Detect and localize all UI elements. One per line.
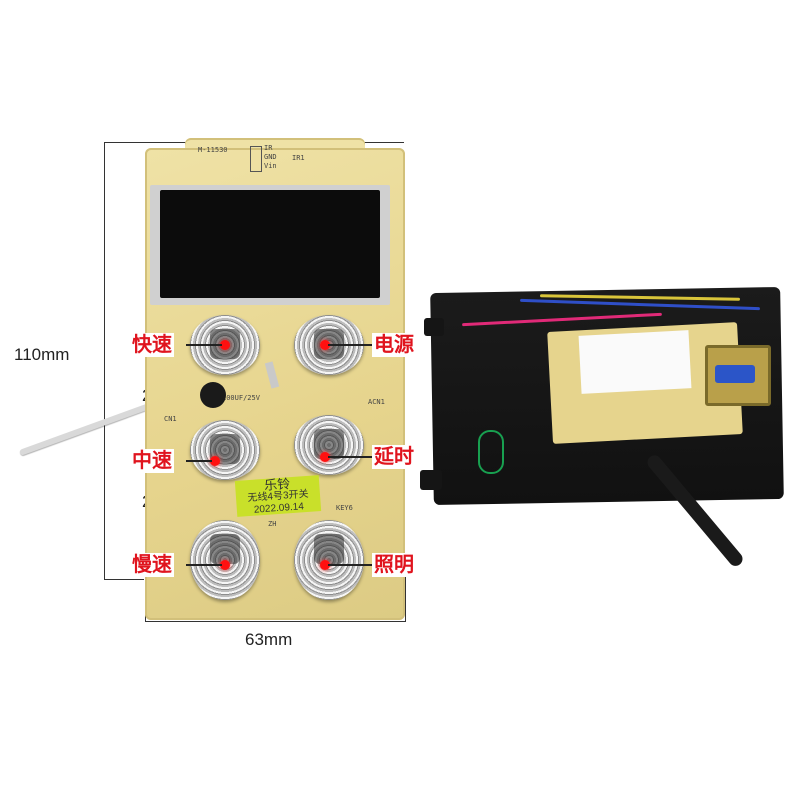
- box-tab-left: [424, 318, 444, 336]
- leader-fast: [186, 344, 222, 346]
- marker-light: [320, 560, 330, 570]
- label-power: 电源: [372, 333, 416, 357]
- connector-label: CN1: [164, 415, 177, 423]
- marker-medium: [210, 456, 220, 466]
- marker-slow: [220, 560, 230, 570]
- leader-power: [328, 344, 372, 346]
- leader-slow: [186, 564, 222, 566]
- label-medium: 中速: [130, 449, 174, 473]
- marker-fast: [220, 340, 230, 350]
- bottom-dimension-line: [104, 579, 144, 580]
- height-label: 110mm: [14, 345, 70, 364]
- pin-label-vin: Vin: [264, 162, 277, 170]
- key6-label: KEY6: [336, 504, 353, 512]
- product-sticker: 乐铃 无线4号3开关 2022.09.14: [234, 475, 322, 517]
- width-dimension-line: [145, 621, 406, 622]
- marker-power: [320, 340, 330, 350]
- width-label: 63mm: [245, 630, 293, 649]
- spring-button-medium[interactable]: [190, 420, 260, 480]
- label-light: 照明: [372, 553, 416, 577]
- lcd-display: [160, 190, 380, 298]
- ir-label: IR1: [292, 154, 305, 162]
- marker-delay: [320, 452, 330, 462]
- label-delay: 延时: [372, 445, 416, 469]
- spring-button-delay[interactable]: [294, 415, 364, 475]
- pin-label-ir: IR: [264, 144, 273, 152]
- capacitor: [200, 382, 226, 408]
- pin-label-gnd: GND: [264, 153, 277, 161]
- leader-delay: [328, 456, 372, 458]
- capacitor-label: 100UF/25V: [222, 394, 260, 402]
- label-slow: 慢速: [130, 553, 174, 577]
- transformer-coil: [715, 365, 755, 383]
- pcb-label-sticker: [578, 330, 692, 394]
- pin-header: [250, 146, 262, 172]
- model-code: M-11530: [198, 146, 228, 154]
- leader-light: [328, 564, 372, 566]
- green-led-ring: [478, 430, 504, 474]
- height-dimension-line: [104, 142, 105, 580]
- box-tab-bottom: [420, 470, 442, 490]
- leader-medium: [186, 460, 212, 462]
- acn-label: ACN1: [368, 398, 385, 406]
- spring-button-slow[interactable]: [190, 520, 260, 600]
- right-width-tick: [405, 560, 406, 622]
- spring-button-light[interactable]: [294, 520, 364, 600]
- sticker-code: ZH: [268, 520, 277, 528]
- label-fast: 快速: [130, 333, 174, 357]
